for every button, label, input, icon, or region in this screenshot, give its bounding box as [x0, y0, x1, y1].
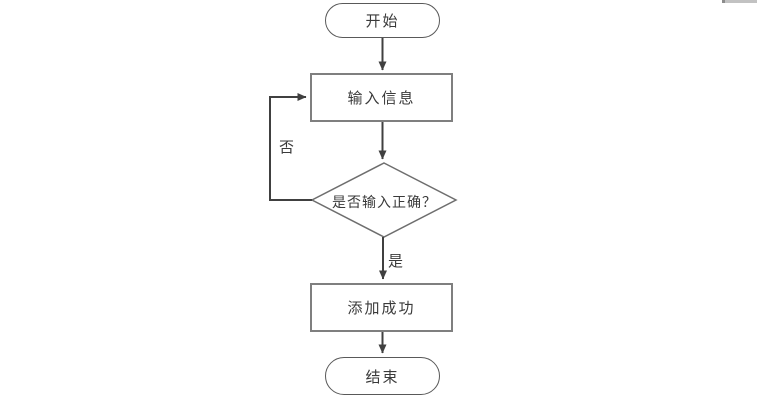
- yes-edge-label: 是: [388, 250, 404, 271]
- no-edge-label: 否: [279, 136, 295, 157]
- add-success-node: 添加成功: [310, 283, 453, 332]
- start-node: 开始: [325, 3, 440, 38]
- input-info-node: 输入信息: [310, 73, 453, 122]
- add-success-node-label: 添加成功: [347, 300, 416, 317]
- start-node-label: 开始: [365, 13, 400, 30]
- end-node: 结束: [325, 357, 440, 395]
- decision-node-label: 是否输入正确？: [332, 194, 437, 210]
- input-info-node-label: 输入信息: [347, 90, 416, 107]
- end-node-label: 结束: [365, 368, 400, 386]
- edge-no-loop: [269, 93, 312, 201]
- top-right-artifact-bar: [722, 0, 757, 3]
